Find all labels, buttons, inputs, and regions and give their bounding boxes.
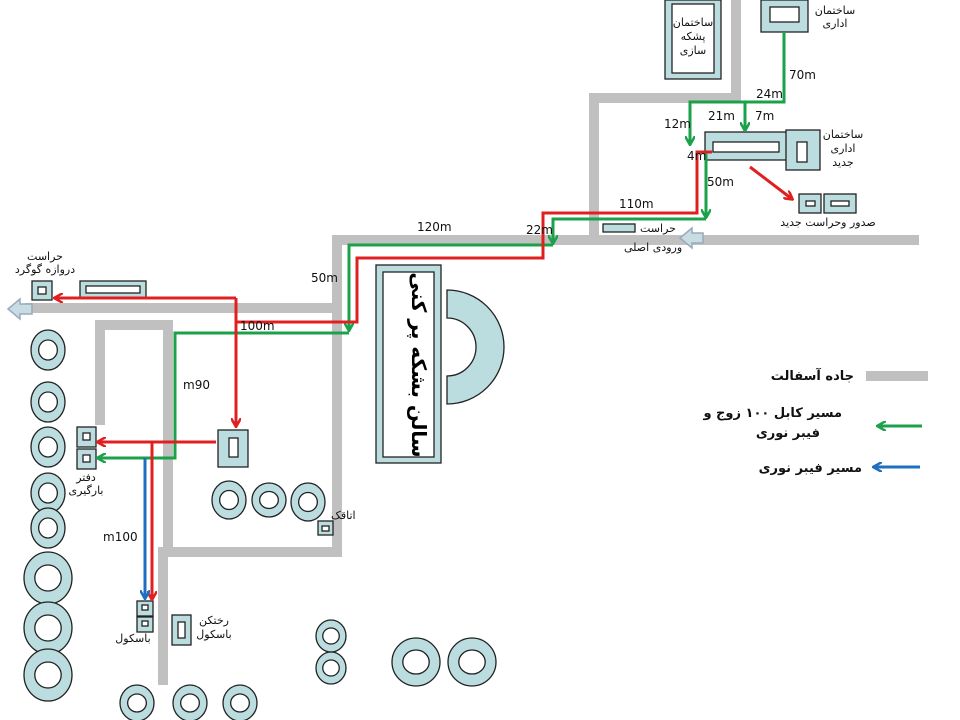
- building-pshke-sazi: ساختمان پشکه سازی: [664, 0, 722, 80]
- building-admin: ساختمان اداری: [760, 0, 855, 33]
- svg-text:m100: m100: [103, 530, 138, 544]
- svg-text:70m: 70m: [789, 68, 816, 82]
- svg-text:4m: 4m: [687, 149, 706, 163]
- svg-text:باسکول: باسکول: [115, 632, 150, 645]
- svg-text:m90: m90: [183, 378, 210, 392]
- storage-tank: [211, 480, 247, 520]
- svg-text:جاده آسفالت: جاده آسفالت: [771, 367, 854, 384]
- building-central-box: [217, 429, 249, 468]
- svg-text:سالن بشکه پر کنی: سالن بشکه پر کنی: [406, 272, 431, 457]
- svg-text:ساختمان: ساختمان: [673, 16, 713, 29]
- svg-text:110m: 110m: [619, 197, 654, 211]
- svg-text:سازی: سازی: [680, 44, 707, 57]
- storage-tank: [30, 472, 66, 514]
- building-guard: حراست ورودی اصلی: [602, 222, 682, 254]
- svg-text:مسیر فیبر نوری: مسیر فیبر نوری: [759, 461, 862, 476]
- storage-tank: [23, 601, 73, 655]
- svg-text:24m: 24m: [756, 87, 783, 101]
- svg-text:بارگیری: بارگیری: [69, 484, 104, 497]
- storage-tank: [30, 507, 66, 549]
- roads: [25, 0, 919, 685]
- storage-tank: [23, 551, 73, 605]
- storage-tank: [23, 648, 73, 702]
- svg-text:ساختمان: ساختمان: [823, 128, 863, 141]
- svg-text:7m: 7m: [755, 109, 774, 123]
- distance-labels: 70m 24m 21m 7m 12m 4m 50m 110m 22m 120m …: [103, 68, 816, 544]
- svg-text:22m: 22m: [526, 223, 553, 237]
- storage-tanks: [23, 329, 497, 720]
- svg-text:حراست: حراست: [640, 222, 676, 235]
- storage-tank: [447, 637, 497, 687]
- svg-text:صدور وحراست جدید: صدور وحراست جدید: [780, 216, 875, 229]
- legend-road-swatch: [866, 371, 928, 381]
- storage-tank: [315, 619, 347, 653]
- svg-text:حراست: حراست: [27, 250, 63, 263]
- planned-route: [55, 150, 792, 599]
- svg-text:50m: 50m: [311, 271, 338, 285]
- storage-tank: [222, 684, 258, 720]
- building-otaghak: اتاقک: [317, 509, 356, 536]
- svg-text:21m: 21m: [708, 109, 735, 123]
- svg-text:120m: 120m: [417, 220, 452, 234]
- svg-text:اتاقک: اتاقک: [331, 509, 356, 522]
- storage-tank: [290, 482, 326, 522]
- svg-text:اداری: اداری: [823, 17, 848, 30]
- svg-text:جدید: جدید: [832, 156, 853, 169]
- building-loading-office: دفتر بارگیری: [69, 426, 104, 497]
- building-new-admin: ساختمان اداری جدید: [704, 128, 863, 171]
- storage-tank: [30, 329, 66, 371]
- main-entrance-arrow-icon: [678, 226, 704, 250]
- storage-tank: [119, 684, 155, 720]
- building-filling-hall: سالن بشکه پر کنی: [375, 264, 505, 464]
- svg-text:اداری: اداری: [831, 142, 856, 155]
- copper-fiber-route: [98, 32, 786, 458]
- svg-text:دروازه گوگرد: دروازه گوگرد: [15, 263, 75, 276]
- gogerd-exit-arrow-icon: [6, 297, 33, 321]
- building-rakhtkan: رختکن باسکول: [171, 614, 232, 646]
- building-sodour-guard: صدور وحراست جدید: [780, 193, 876, 229]
- storage-tank: [30, 426, 66, 468]
- storage-tank: [30, 381, 66, 423]
- svg-text:پشکه: پشکه: [681, 30, 706, 43]
- storage-tank: [391, 637, 441, 687]
- svg-text:مسیر کابل ۱۰۰ زوج و: مسیر کابل ۱۰۰ زوج و: [702, 406, 842, 421]
- legend: جاده آسفالت مسیر کابل ۱۰۰ زوج و فیبر نور…: [702, 367, 928, 476]
- storage-tank: [251, 482, 287, 518]
- svg-text:50m: 50m: [707, 175, 734, 189]
- svg-text:12m: 12m: [664, 117, 691, 131]
- svg-text:دفتر: دفتر: [75, 471, 96, 484]
- svg-text:فیبر نوری: فیبر نوری: [756, 426, 820, 441]
- svg-text:رختکن: رختکن: [199, 614, 229, 627]
- building-gogerd-guard: حراست دروازه گوگرد: [15, 250, 147, 301]
- svg-text:ورودی اصلی: ورودی اصلی: [624, 241, 682, 254]
- svg-text:ساختمان: ساختمان: [815, 4, 855, 17]
- storage-tank: [172, 684, 208, 720]
- building-bascule: باسکول: [115, 600, 154, 645]
- storage-tank: [315, 651, 347, 685]
- svg-text:باسکول: باسکول: [196, 628, 231, 641]
- svg-text:100m: 100m: [240, 319, 275, 333]
